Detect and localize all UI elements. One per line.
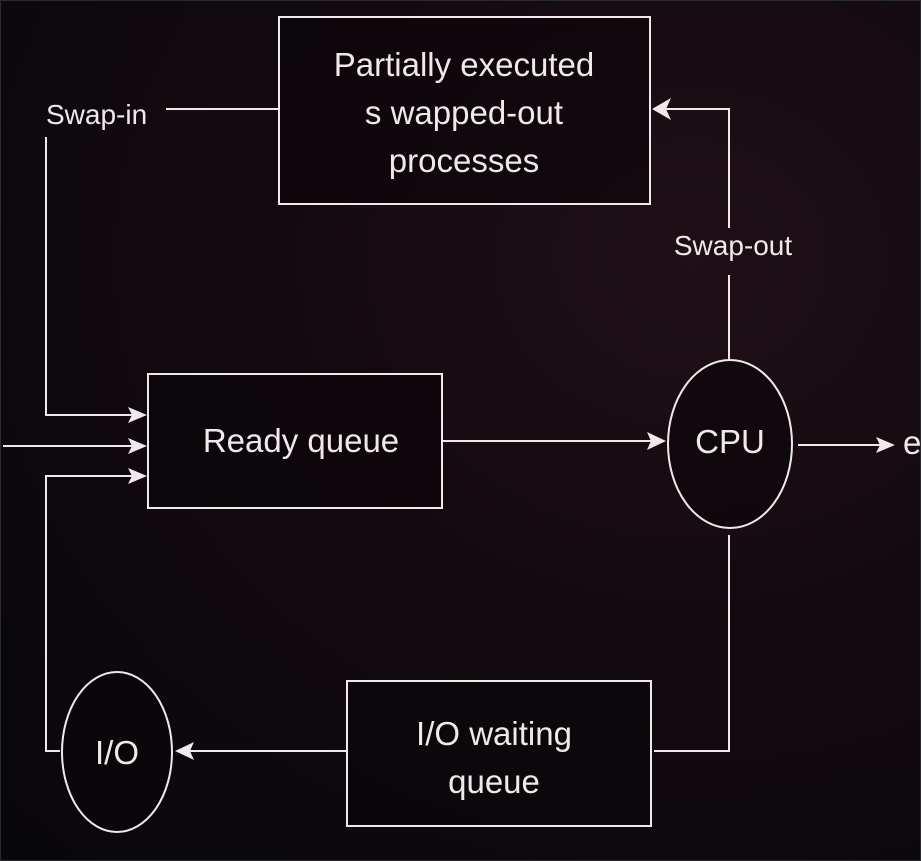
swap-out-arrow — [664, 108, 730, 228]
swap-in-label: Swap-in — [46, 99, 147, 130]
ready-queue-label: Ready queue — [203, 422, 399, 459]
swapped-out-processes-node: Partially executed s wapped-out processe… — [278, 16, 651, 205]
new-process-arrowhead-icon — [128, 438, 147, 454]
io-label: I/O — [95, 734, 139, 771]
io-waiting-line-2: queue — [448, 763, 540, 800]
swapped-out-line-2: s wapped-out — [365, 94, 563, 131]
io-return-arrow — [45, 475, 135, 752]
cpu-to-io-wait-line — [654, 535, 730, 752]
io-node: I/O — [61, 671, 173, 833]
ready-to-cpu-arrowhead-icon — [647, 432, 666, 450]
exit-label: e — [903, 424, 921, 461]
io-waiting-line-1: I/O waiting — [416, 715, 572, 752]
cpu-node: CPU — [667, 359, 793, 529]
swap-in-arrow — [45, 137, 135, 416]
swap-in-arrowhead-icon — [128, 407, 147, 423]
io-waiting-queue-node: I/O waiting queue — [346, 680, 652, 827]
swap-out-label: Swap-out — [674, 230, 793, 261]
io-return-arrowhead-icon — [128, 468, 147, 484]
cpu-label: CPU — [695, 423, 765, 460]
swap-out-arrowhead-icon — [652, 98, 671, 120]
io-wait-to-io-arrowhead-icon — [175, 742, 194, 760]
swapped-out-line-3: processes — [389, 142, 539, 179]
ready-queue-node: Ready queue — [147, 373, 443, 509]
exit-arrowhead-icon — [876, 437, 895, 453]
swapped-out-line-1: Partially executed — [334, 46, 594, 83]
